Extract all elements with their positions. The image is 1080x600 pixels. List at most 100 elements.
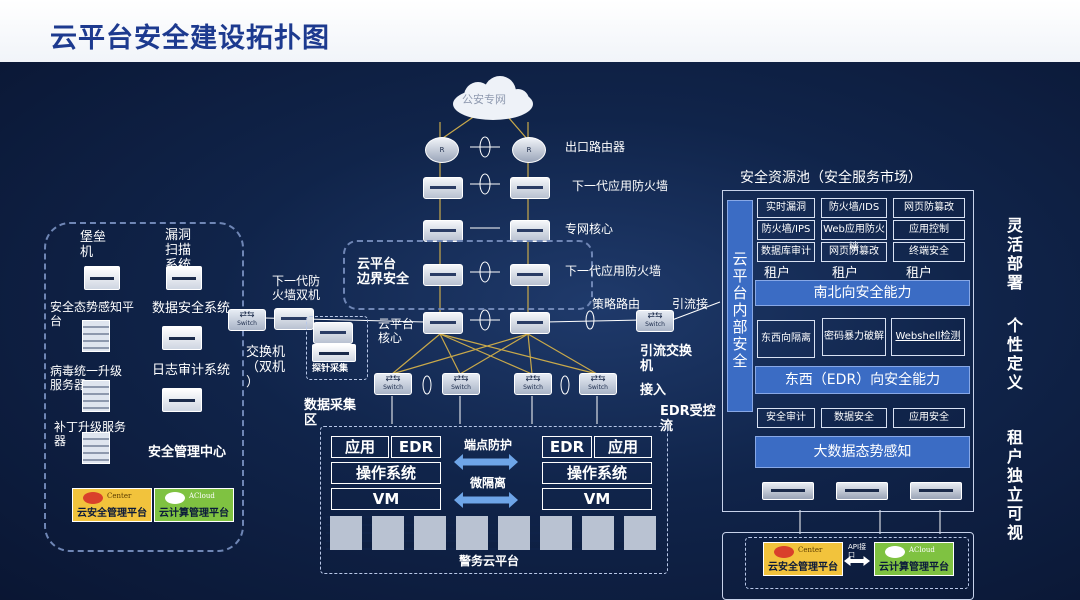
situation-label: 安全态势感知平 台 (50, 300, 135, 328)
edr-right: EDR (542, 436, 592, 458)
firewall-icon (423, 220, 463, 242)
api-label: API接 口 (848, 543, 867, 559)
edr-left: EDR (391, 436, 441, 458)
micro-isolation-label: 微隔离 (470, 476, 507, 490)
router-icon: R (512, 137, 546, 163)
pool-cell: 终端安全 (893, 242, 965, 262)
logo-mark (165, 492, 185, 504)
ngfw-mid-label: 下一代应用防火墙 (565, 264, 662, 278)
pool-cell: 密码暴力破解 (822, 318, 886, 356)
platform-inner-zone (745, 537, 969, 589)
ngfw-dual-label: 下一代防 火墙双机 (272, 274, 321, 302)
redirect-switch-label: 引流交换 机 (640, 344, 693, 374)
app-right: 应用 (594, 436, 652, 458)
center-word: Center (798, 546, 823, 554)
custom-define-text: 个性定义 (1006, 316, 1023, 392)
probe-icon (312, 344, 356, 362)
patch-label: 补丁升级服务 器 (54, 420, 127, 448)
server-racks (326, 516, 660, 550)
pool-cell: 数据安全 (821, 408, 887, 428)
firewall-icon (423, 177, 463, 199)
antivirus-label: 病毒统一升级 服务器 (50, 364, 123, 392)
acloud-word: ACloud (909, 546, 935, 554)
cloud-label: 公安专网 (462, 93, 506, 106)
access-label: 接入 (640, 383, 667, 398)
mgmt-center-label: 安全管理中心 (148, 445, 227, 460)
appliance-icon (762, 482, 814, 500)
page-title: 云平台安全建设拓扑图 (50, 23, 330, 54)
private-core-label: 专网核心 (565, 222, 614, 236)
flexible-deploy-text: 灵活部署 (1006, 216, 1023, 292)
appliance-icon (836, 482, 888, 500)
security-mgmt-label: 云安全管理平台 (768, 562, 838, 573)
firewall-icon (510, 220, 550, 242)
firewall-icon (423, 312, 463, 334)
pool-cell: 防火墙/IDS (821, 198, 887, 218)
rack-icon (82, 432, 110, 464)
acloud-word: ACloud (189, 492, 215, 500)
server-icon (84, 266, 120, 290)
bigdata-bar: 大数据态势感知 (755, 436, 970, 468)
logo-mark (83, 492, 103, 504)
pool-cell: 应用控制 (893, 220, 965, 240)
tenant-visible-text: 租户独立可视 (1006, 428, 1023, 542)
compute-mgmt-label: 云计算管理平台 (159, 508, 229, 519)
exit-router-label: 出口路由器 (565, 140, 626, 154)
rack-icon (82, 380, 110, 412)
policy-route-label: 策略路由 (592, 297, 641, 311)
switch-dual-label: 交换机 （双机 ） (246, 345, 286, 390)
compute-mgmt-logo: ACloud 云计算管理平台 (874, 542, 954, 576)
appliance-icon (910, 482, 962, 500)
redirect-label: 引流接 (672, 297, 709, 311)
firewall-icon (510, 312, 550, 334)
inner-security-label: 云平台内部安全 (732, 250, 748, 370)
pool-cell: 数据库审计 (757, 242, 815, 262)
pool-cell: Webshell检测 (891, 318, 965, 356)
server-icon (166, 266, 202, 290)
boundary-security-zone (343, 240, 593, 310)
north-south-bar: 南北向安全能力 (755, 280, 970, 306)
firewall-icon (510, 177, 550, 199)
ngfw-top-label: 下一代应用防火墙 (572, 179, 669, 193)
vm-left: VM (331, 488, 441, 510)
switch-icon: ⇄⇆Switch (636, 310, 674, 332)
inner-security-bar: 云平台内部安全 (727, 200, 753, 412)
compute-mgmt-logo: ACloud 云计算管理平台 (154, 488, 234, 522)
firewall-icon (423, 264, 463, 286)
topology-canvas: 公安专网 R R 出口路由器 下一代应用防火墙 专网核心 云平台 边界安全 下一… (0, 62, 1080, 600)
data-collection-label: 数据采集 区 (304, 398, 357, 428)
pool-title: 安全资源池（安全服务市场） (740, 170, 922, 186)
pool-frame (722, 190, 974, 512)
pool-cell: 防火墙/IPS (757, 220, 815, 240)
switch-icon: ⇄⇆Switch (228, 309, 266, 331)
police-cloud-zone (320, 426, 668, 574)
os-left: 操作系统 (331, 462, 441, 484)
pool-cell: 东西向隔离 (757, 320, 815, 358)
pool-cell: 实时漏洞 (757, 198, 815, 218)
pool-cell: 网页防篡改 (893, 198, 965, 218)
boundary-security-label: 云平台 边界安全 (357, 257, 410, 287)
switch-icon: ⇄⇆Switch (374, 373, 412, 395)
switch-icon: ⇄⇆Switch (579, 373, 617, 395)
rack-icon (82, 320, 110, 352)
cloud-core-label: 云平台 核心 (378, 317, 415, 345)
app-left: 应用 (331, 436, 389, 458)
router-icon: R (425, 137, 459, 163)
pool-cell: Web应用防火墙 (821, 220, 887, 253)
pool-cell: 安全审计 (757, 408, 815, 428)
os-right: 操作系统 (542, 462, 652, 484)
connection-lines (264, 101, 941, 534)
east-west-bar: 东西（EDR）向安全能力 (755, 366, 970, 394)
police-cloud-label: 警务云平台 (459, 554, 520, 568)
endpoint-label: 端点防护 (464, 438, 513, 452)
server-icon (162, 388, 202, 412)
probe-label: 探针采集 (312, 364, 349, 374)
logo-mark (885, 546, 905, 558)
firewall-icon (313, 322, 353, 344)
security-mgmt-logo: Center 云安全管理平台 (763, 542, 843, 576)
firewall-icon (510, 264, 550, 286)
switch-icon: ⇄⇆Switch (442, 373, 480, 395)
log-audit-label: 日志审计系统 (152, 363, 231, 378)
vm-right: VM (542, 488, 652, 510)
